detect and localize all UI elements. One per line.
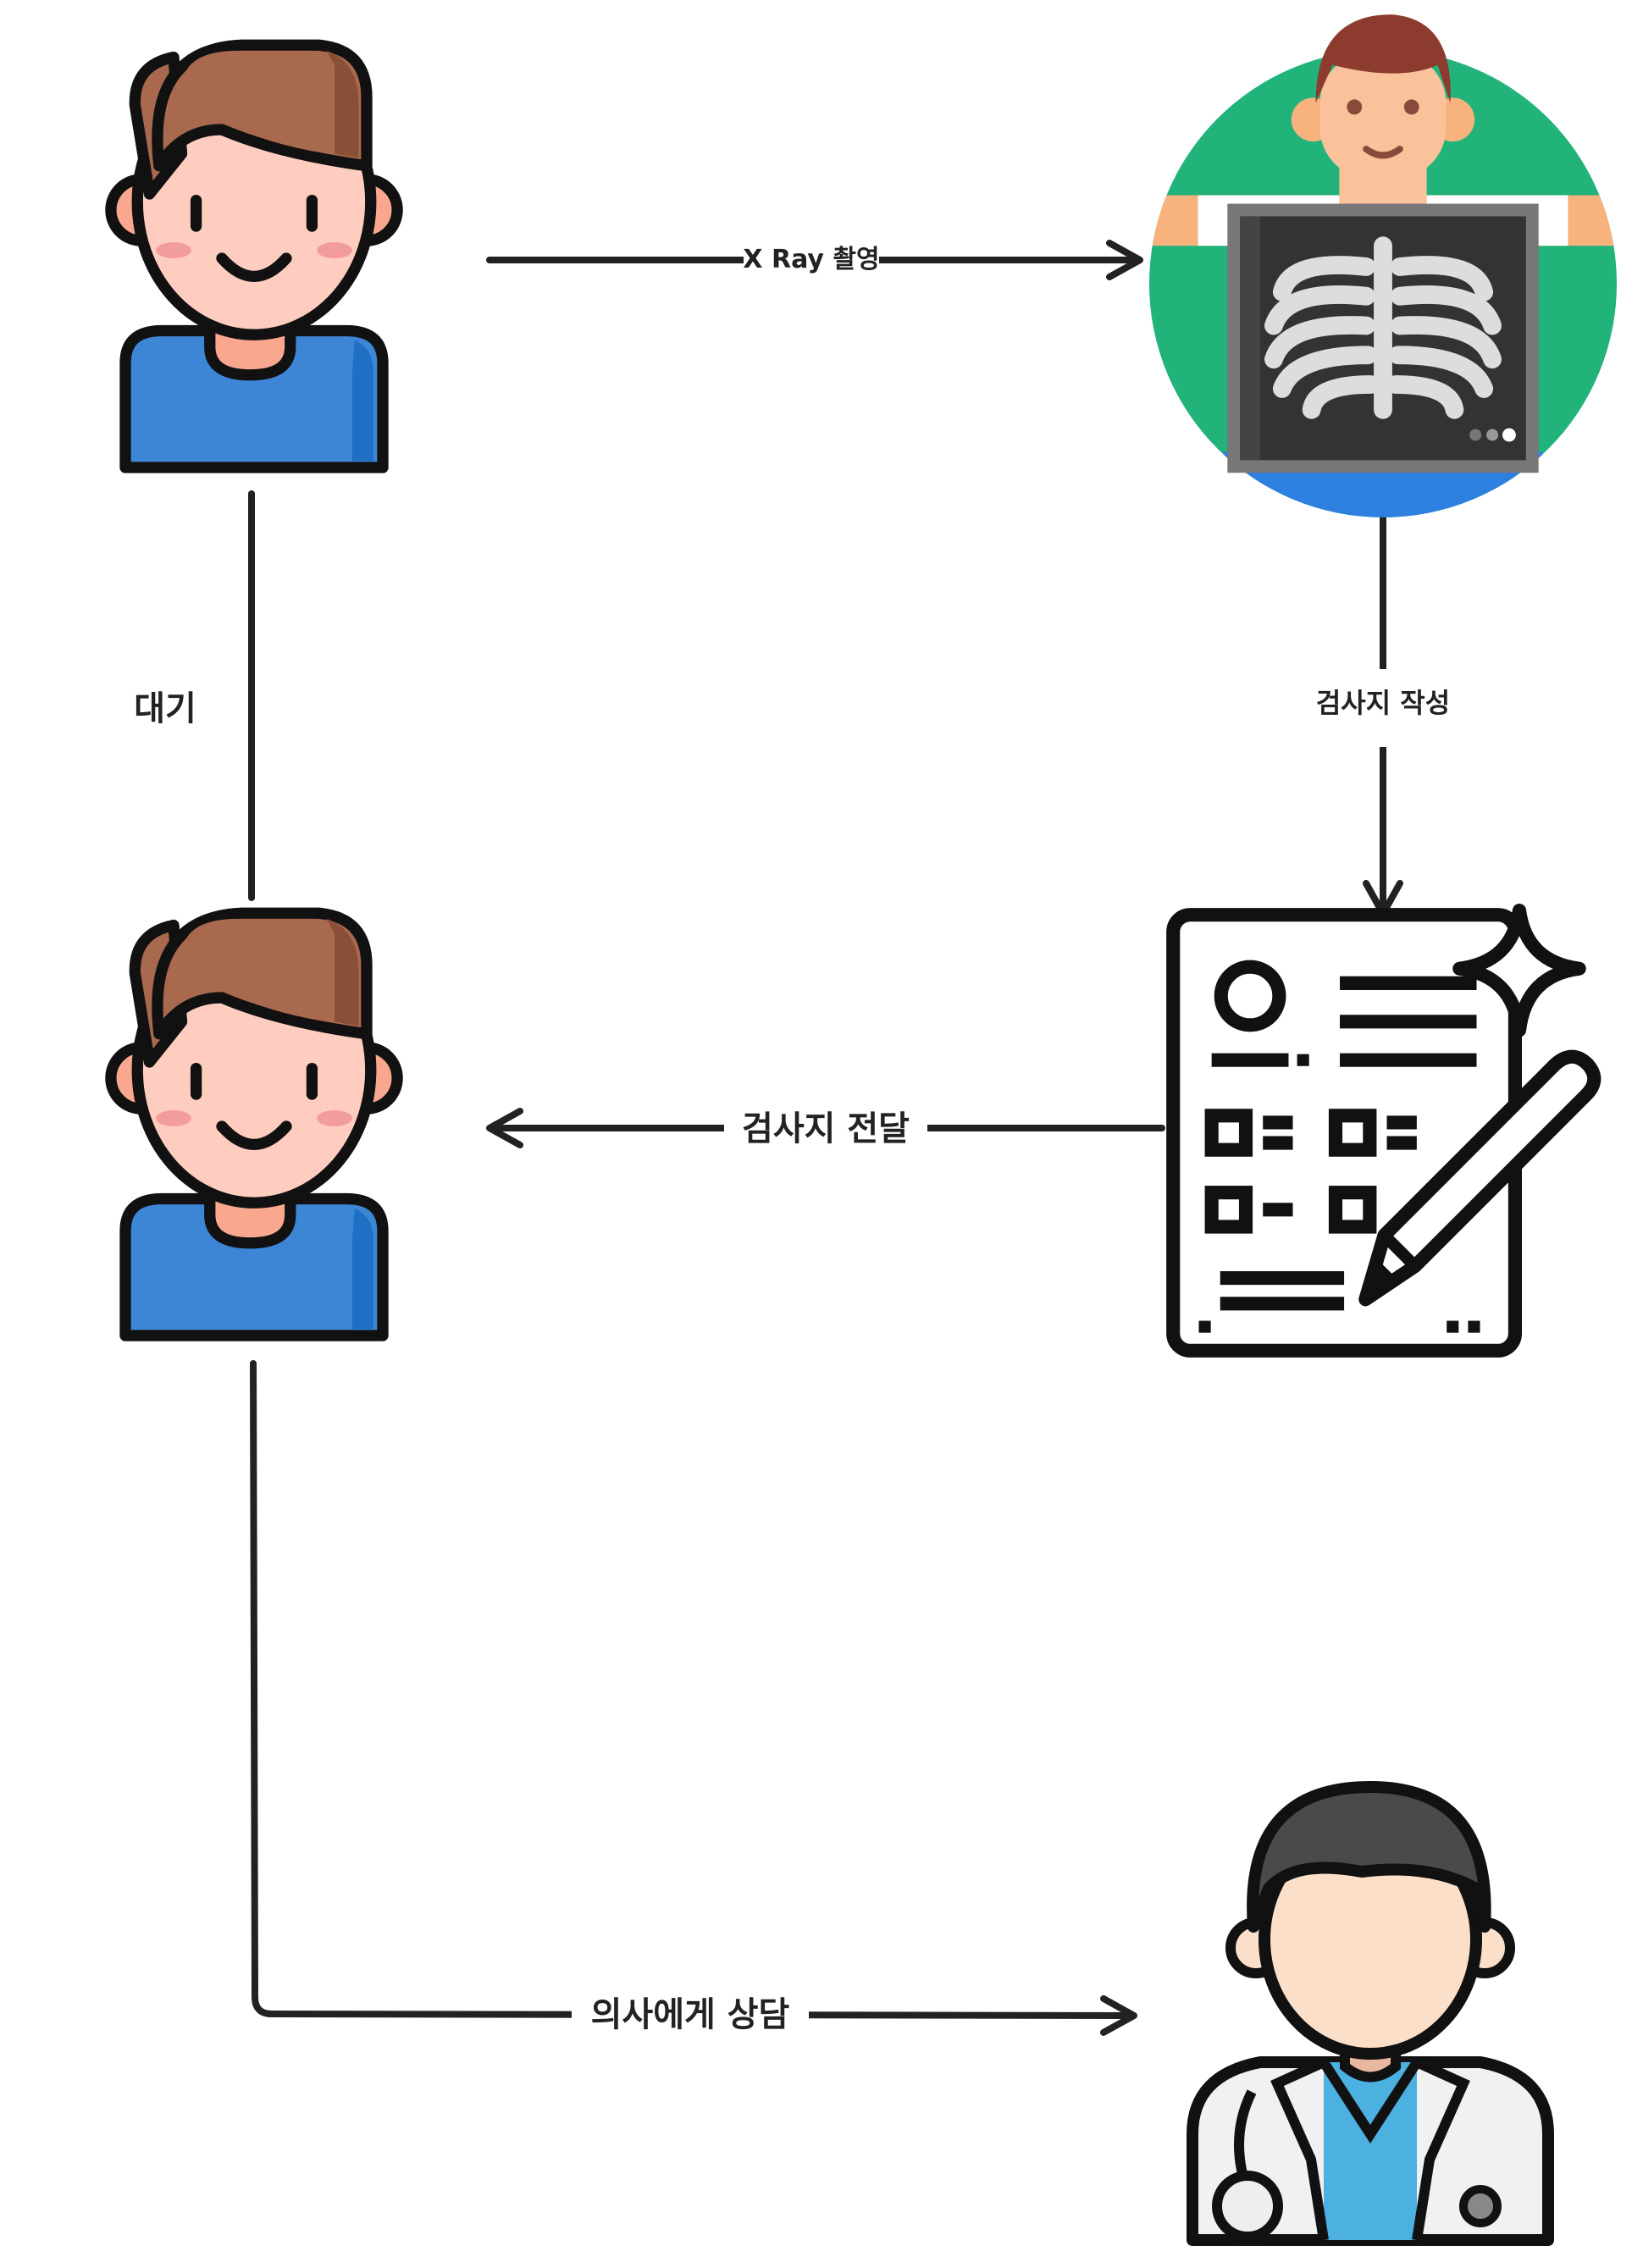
edge-label-consult: 의사에게 상담 [591, 1995, 790, 2034]
doctor-icon [1192, 1787, 1548, 2240]
edge-label-xray: X Ray 촬영 [743, 245, 879, 274]
xray-icon [1148, 14, 1618, 536]
edge-label-deliver-report: 검사지 전달 [742, 1109, 910, 1148]
edge-label-write-report: 검사지 작성 [1316, 687, 1450, 719]
patient-icon [111, 45, 397, 467]
edge-label-wait: 대기 [134, 689, 196, 728]
edge-line-consult [250, 1360, 1137, 2036]
patient-icon [111, 913, 397, 1336]
report-form-icon [1173, 910, 1594, 1351]
